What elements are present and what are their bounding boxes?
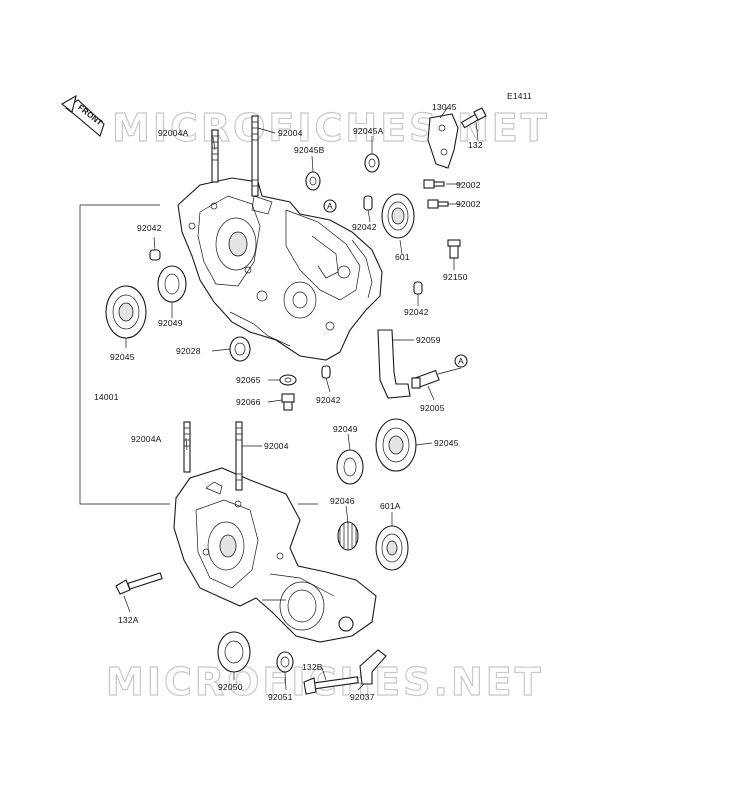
- dowel-92042-a: [363, 195, 373, 211]
- seal-92050: [217, 631, 251, 673]
- fitting-92150: [447, 239, 461, 259]
- clamp-92037: [359, 649, 387, 685]
- crankcase-upper-half: [177, 177, 383, 361]
- front-arrow-icon: FRONT: [61, 94, 105, 137]
- plug-92066: [281, 393, 295, 411]
- label-92042-d: 92042: [316, 395, 341, 405]
- bolt-92002-a: [423, 179, 445, 189]
- callout-a-right-label: A: [458, 356, 464, 366]
- label-92059: 92059: [416, 335, 441, 345]
- label-92066: 92066: [236, 397, 261, 407]
- fitting-92005: [411, 369, 440, 389]
- bearing-92045-bottom: [375, 418, 417, 472]
- label-92004-top: 92004: [278, 128, 303, 138]
- bolt-132: [460, 107, 487, 129]
- label-601: 601: [395, 252, 410, 262]
- label-92004A-top: 92004A: [158, 128, 189, 138]
- label-92042-a: 92042: [352, 222, 377, 232]
- bearing-92046: [337, 521, 359, 551]
- label-92005: 92005: [420, 403, 445, 413]
- seal-92051: [276, 651, 294, 673]
- label-14001: 14001: [94, 392, 119, 402]
- washer-92065: [279, 374, 297, 386]
- stud-92004-bottom: [235, 421, 243, 491]
- seal-92049-bottom: [336, 449, 364, 485]
- bearing-601A: [375, 525, 409, 571]
- label-92042-b: 92042: [137, 223, 162, 233]
- stud-92004-top: [251, 115, 259, 197]
- label-92049-bottom: 92049: [333, 424, 358, 434]
- label-601A: 601A: [380, 501, 401, 511]
- label-92051: 92051: [268, 692, 293, 702]
- bolt-132B: [303, 676, 359, 695]
- label-92045A: 92045A: [353, 126, 384, 136]
- label-92002-a: 92002: [456, 180, 481, 190]
- bolt-132A: [115, 572, 163, 595]
- dowel-92042-d: [321, 365, 331, 379]
- bracket-14001: [79, 204, 170, 505]
- dowel-92042-b: [149, 249, 161, 261]
- seal-92045A: [364, 153, 380, 173]
- plate-13045: [427, 113, 459, 169]
- watermark-bottom: MICROFICHES.NET: [106, 660, 544, 704]
- callout-a-upper-label: A: [327, 201, 333, 211]
- label-92002-b: 92002: [456, 199, 481, 209]
- label-92050: 92050: [218, 682, 243, 692]
- label-13045: 13045: [432, 102, 457, 112]
- seal-92049-top: [157, 265, 187, 303]
- label-92049-top: 92049: [158, 318, 183, 328]
- label-132: 132: [468, 140, 483, 150]
- label-92046: 92046: [330, 496, 355, 506]
- label-92004-bottom: 92004: [264, 441, 289, 451]
- label-92028: 92028: [176, 346, 201, 356]
- diagram-code: E1411: [507, 91, 532, 101]
- bearing-601: [381, 193, 415, 239]
- crankcase-lower-half: [173, 467, 377, 643]
- label-92045-bottom: 92045: [434, 438, 459, 448]
- label-132A: 132A: [118, 615, 139, 625]
- seal-92028: [229, 336, 251, 362]
- label-92037: 92037: [350, 692, 375, 702]
- callout-a-upper: A: [323, 199, 337, 213]
- label-132B: 132B: [302, 662, 323, 672]
- label-92065: 92065: [236, 375, 261, 385]
- dowel-92042-c: [413, 281, 423, 295]
- seal-92045B: [305, 171, 321, 191]
- callout-a-right: A: [454, 354, 468, 368]
- label-92150: 92150: [443, 272, 468, 282]
- leader-lines: [123, 106, 479, 691]
- label-92045B: 92045B: [294, 145, 325, 155]
- label-92042-c: 92042: [404, 307, 429, 317]
- bolt-92002-b: [427, 199, 449, 209]
- bearing-92045-top: [105, 285, 147, 339]
- label-92004A-bottom: 92004A: [131, 434, 162, 444]
- hose-92059: [377, 329, 411, 399]
- label-92045-top: 92045: [110, 352, 135, 362]
